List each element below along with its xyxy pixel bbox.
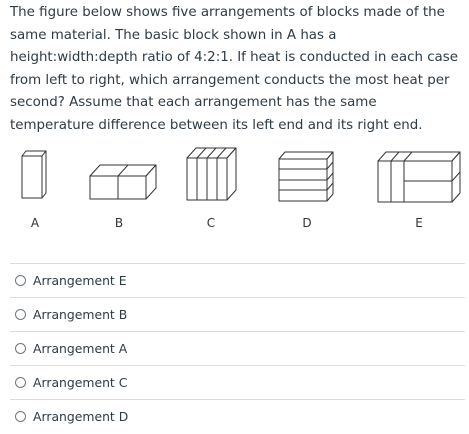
block-arrangements-figure: A B C D E xyxy=(0,138,469,238)
radio-button[interactable] xyxy=(15,411,26,422)
arrangement-d-blocks xyxy=(278,151,334,202)
radio-button[interactable] xyxy=(15,343,26,354)
answer-label: Arrangement D xyxy=(33,409,129,424)
answer-label: Arrangement C xyxy=(33,375,128,390)
radio-button[interactable] xyxy=(15,275,26,286)
radio-button[interactable] xyxy=(15,377,26,388)
arrangement-b-blocks xyxy=(89,164,157,200)
label-c: C xyxy=(207,216,215,230)
arrangement-e-blocks xyxy=(377,151,461,203)
answer-option-arrangement-b[interactable]: Arrangement B xyxy=(10,297,465,331)
answer-option-arrangement-c[interactable]: Arrangement C xyxy=(10,365,465,399)
answer-list: Arrangement E Arrangement B Arrangement … xyxy=(10,263,465,433)
question-text: The figure below shows five arrangements… xyxy=(10,5,458,133)
label-d: D xyxy=(302,216,311,230)
radio-button[interactable] xyxy=(15,309,26,320)
answer-option-arrangement-d[interactable]: Arrangement D xyxy=(10,399,465,433)
answer-option-arrangement-a[interactable]: Arrangement A xyxy=(10,331,465,365)
answer-label: Arrangement A xyxy=(33,341,128,356)
answer-option-arrangement-e[interactable]: Arrangement E xyxy=(10,263,465,297)
label-a: A xyxy=(31,216,40,230)
answer-label: Arrangement B xyxy=(33,307,128,322)
blocks-illustration: A B C D E xyxy=(21,147,461,230)
arrangement-c-blocks xyxy=(186,147,237,201)
label-b: B xyxy=(115,216,123,230)
arrangement-a-blocks xyxy=(21,150,47,199)
answer-label: Arrangement E xyxy=(33,273,127,288)
label-e: E xyxy=(415,216,423,230)
